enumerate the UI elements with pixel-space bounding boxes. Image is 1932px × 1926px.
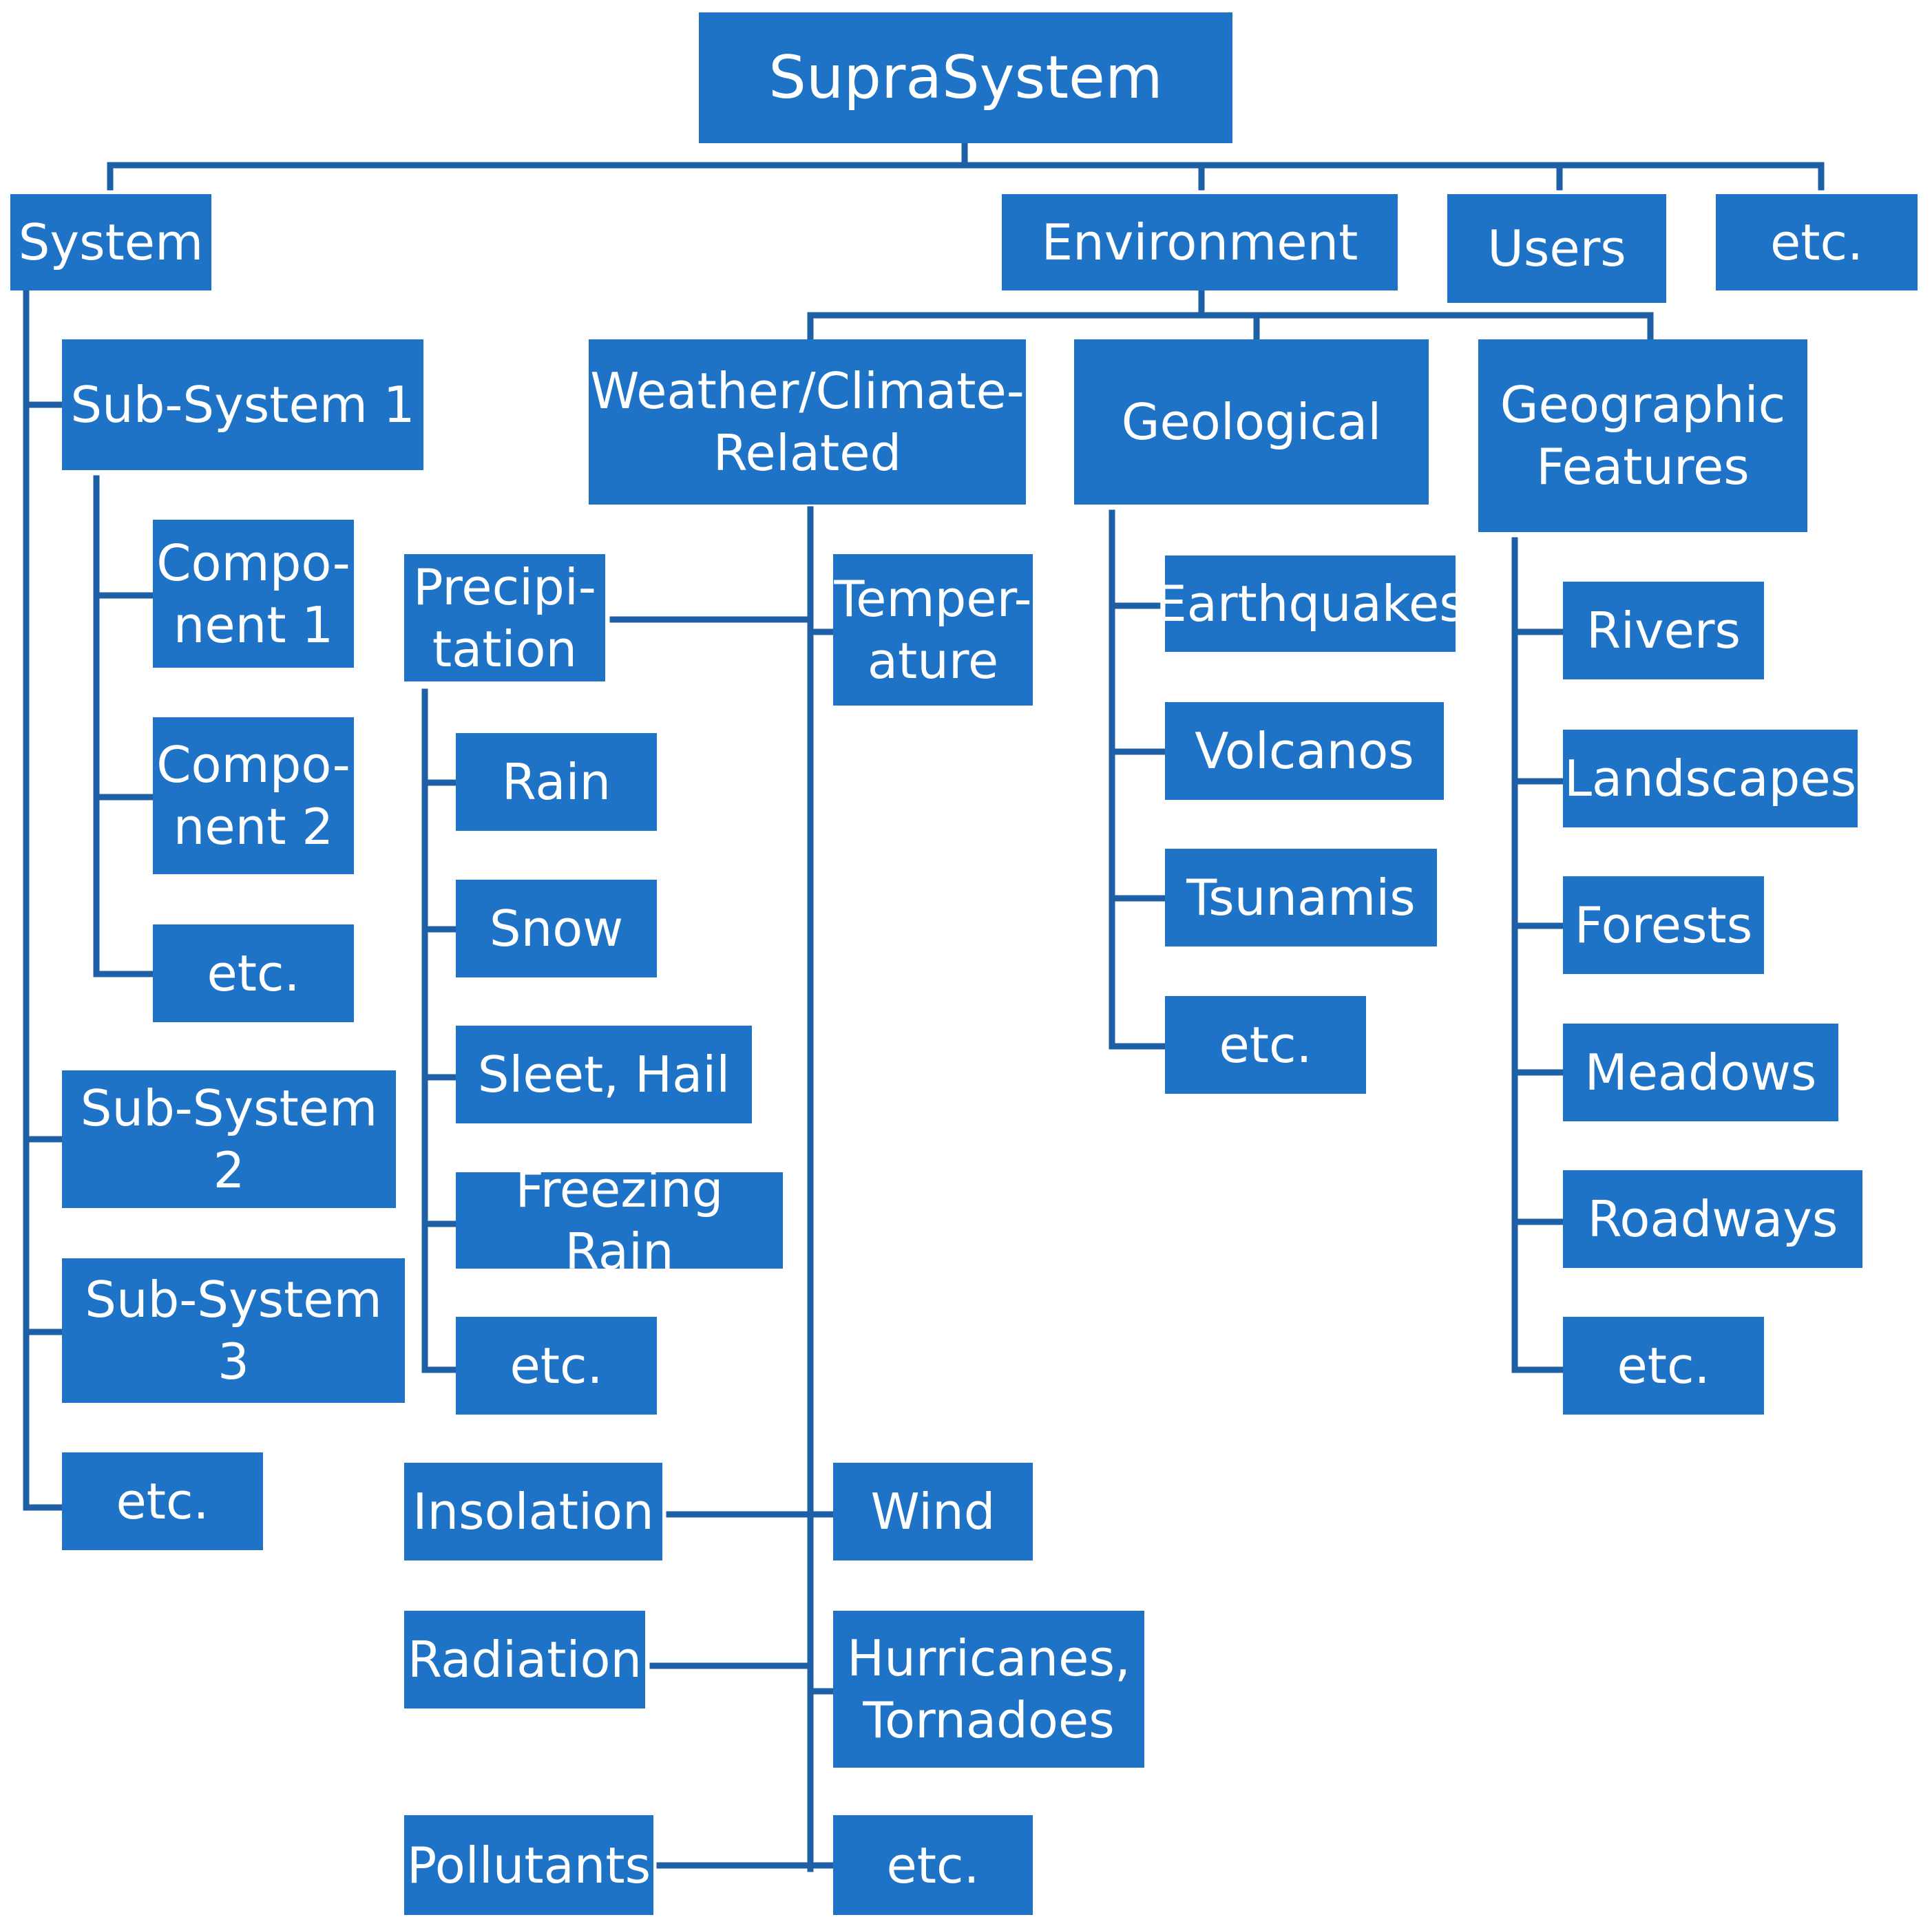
node-temperature: Temper- ature — [833, 554, 1033, 706]
node-freezing-rain: Freezing Rain — [456, 1161, 783, 1280]
node-weather-etc: etc. — [833, 1815, 1033, 1915]
node-roadways: Roadways — [1563, 1170, 1862, 1268]
node-hurricanes-tornadoes: Hurricanes, Tornadoes — [833, 1611, 1144, 1768]
node-components-etc: etc. — [153, 924, 354, 1022]
node-weather-climate: Weather/Climate- Related — [589, 339, 1026, 505]
connector-system-spine — [23, 286, 65, 1511]
node-system: System — [10, 194, 211, 290]
connector-component-spine — [93, 475, 156, 977]
node-sleet-hail: Sleet, Hail — [456, 1026, 752, 1123]
node-tsunamis: Tsunamis — [1165, 849, 1437, 946]
connector-root-bus — [107, 141, 1825, 191]
node-component-2: Compo- nent 2 — [153, 717, 354, 874]
connector-geological-spine — [1109, 509, 1167, 1050]
node-earthquakes: Earthquakes — [1155, 555, 1465, 652]
node-volcanos: Volcanos — [1165, 702, 1444, 800]
node-wind: Wind — [833, 1463, 1033, 1560]
node-system-etc: etc. — [62, 1452, 263, 1550]
node-meadows: Meadows — [1563, 1024, 1838, 1121]
node-radiation: Radiation — [404, 1611, 645, 1708]
node-insolation: Insolation — [404, 1463, 662, 1560]
connector-environment-bus — [807, 289, 1654, 343]
node-subsystem-3: Sub-System 3 — [62, 1258, 405, 1403]
node-precipitation: Precipi- tation — [404, 554, 605, 681]
node-precipitation-etc: etc. — [456, 1317, 657, 1415]
node-rivers: Rivers — [1563, 582, 1764, 679]
node-suprasystem: SupraSystem — [699, 12, 1232, 143]
connector-precipitation-spine — [421, 688, 458, 1373]
connector-weather-spine — [807, 506, 837, 1872]
node-geological-etc: etc. — [1165, 996, 1366, 1094]
node-rain: Rain — [456, 733, 657, 831]
node-geographic-features: Geographic Features — [1478, 339, 1807, 532]
node-landscapes: Landscapes — [1563, 730, 1858, 827]
node-top-etc: etc. — [1716, 194, 1918, 290]
node-subsystem-1: Sub-System 1 — [62, 339, 423, 470]
connector-weather-left-branches — [609, 616, 814, 1869]
node-environment: Environment — [1002, 194, 1398, 290]
node-forests: Forests — [1563, 876, 1764, 974]
node-geological: Geological — [1074, 339, 1429, 505]
node-component-1: Compo- nent 1 — [153, 520, 354, 668]
connector-geographic-spine — [1511, 537, 1565, 1373]
node-users: Users — [1447, 194, 1666, 303]
node-geographic-etc: etc. — [1563, 1317, 1764, 1415]
node-snow: Snow — [456, 880, 657, 977]
node-pollutants: Pollutants — [404, 1815, 653, 1915]
node-subsystem-2: Sub-System 2 — [62, 1070, 396, 1208]
